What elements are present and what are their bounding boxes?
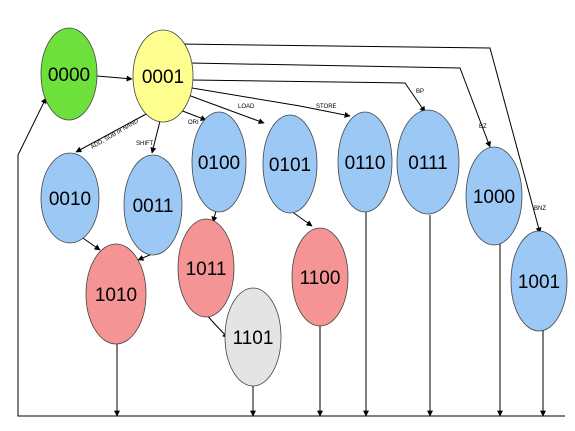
- state-0101: 0101: [262, 114, 318, 214]
- edge-0101-1100: [290, 210, 313, 227]
- edge-label-bp: BP: [416, 89, 424, 95]
- state-0001: 0001: [132, 29, 194, 123]
- state-0100: 0100: [191, 111, 247, 213]
- state-0011: 0011: [123, 154, 183, 256]
- edge-label-ori: ORI: [188, 120, 199, 126]
- edge-label-bnz: BNZ: [534, 206, 546, 212]
- svg-text:1011: 1011: [186, 259, 227, 280]
- state-1100: 1100: [291, 227, 349, 327]
- svg-text:0011: 0011: [133, 196, 174, 217]
- svg-text:0010: 0010: [49, 189, 91, 210]
- edge-0001-1001: [177, 43, 542, 234]
- edge-label-shift: SHIFT: [136, 141, 154, 147]
- svg-text:1001: 1001: [518, 272, 560, 293]
- svg-text:0111: 0111: [408, 153, 447, 174]
- svg-text:0001: 0001: [142, 67, 184, 88]
- edge-0100-1011: [211, 210, 218, 223]
- states: 0000 0001 0010 0011 0100 0101 0110 0111: [40, 27, 568, 387]
- state-0111: 0111: [396, 109, 460, 215]
- return-bus: [17, 97, 565, 417]
- state-0000: 0000: [40, 27, 98, 121]
- svg-text:1101: 1101: [233, 328, 274, 349]
- edge-0001-0111: [191, 79, 426, 113]
- state-1001: 1001: [510, 230, 568, 332]
- edge-0001-0011: [150, 120, 161, 154]
- state-0110: 0110: [337, 111, 393, 213]
- edge-0000-0001: [96, 75, 133, 82]
- state-1010: 1010: [85, 243, 147, 345]
- edge-0001-0110: [191, 87, 351, 118]
- edge-label-add: ADD, SUB or NAND: [90, 118, 140, 151]
- edge-label-store: STORE: [316, 104, 337, 110]
- edge-label-load: LOAD: [238, 104, 255, 110]
- state-1011: 1011: [177, 218, 235, 318]
- edge-0001-0010: [75, 112, 149, 153]
- edges: [17, 43, 565, 417]
- edge-0001-0100: [179, 109, 207, 121]
- svg-text:1100: 1100: [300, 268, 341, 289]
- svg-text:0000: 0000: [48, 65, 90, 86]
- svg-text:0110: 0110: [345, 153, 386, 174]
- edge-0001-0101: [187, 94, 265, 124]
- svg-text:0100: 0100: [198, 153, 240, 174]
- edge-label-bz: BZ: [479, 124, 487, 130]
- svg-text:1010: 1010: [95, 285, 137, 306]
- state-1000: 1000: [465, 146, 523, 246]
- state-1101: 1101: [224, 287, 282, 387]
- svg-text:1000: 1000: [473, 187, 515, 208]
- state-0010: 0010: [40, 152, 100, 244]
- svg-text:0101: 0101: [269, 155, 311, 176]
- edge-0001-1000: [189, 62, 491, 148]
